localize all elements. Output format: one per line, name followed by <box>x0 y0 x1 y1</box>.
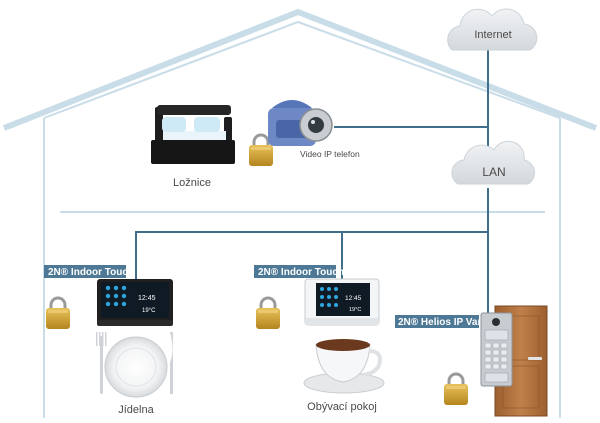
lan-cloud: LAN <box>451 140 535 185</box>
bed-icon <box>151 105 235 164</box>
video-phone-icon <box>268 100 333 146</box>
indoor-touch-1-panel: 12:45 19°C <box>97 279 173 326</box>
lan-label: LAN <box>482 165 505 179</box>
svg-text:2N® Indoor Touch: 2N® Indoor Touch <box>48 267 134 278</box>
helios-tag: 2N® Helios IP Vario <box>395 315 490 328</box>
phone-label: Video IP telefon <box>300 149 360 159</box>
touch-2-time: 12:45 <box>345 295 362 302</box>
indoor-touch-2-tag: 2N® Indoor Touch <box>254 265 344 278</box>
house-outline <box>2 9 598 418</box>
network-lines <box>135 44 489 320</box>
indoor-touch-1-tag: 2N® Indoor Touch <box>44 265 134 278</box>
living-room-label: Obývací pokoj <box>307 401 377 413</box>
plate-icon <box>96 332 173 398</box>
lock-icon <box>44 296 72 331</box>
svg-text:2N® Indoor Touch: 2N® Indoor Touch <box>258 267 344 278</box>
indoor-touch-2-panel: 12:45 19°C <box>304 278 380 326</box>
dining-label: Jídelna <box>118 404 154 416</box>
bedroom-label: Ložnice <box>173 177 211 189</box>
internet-label: Internet <box>474 29 511 41</box>
touch-2-temp: 19°C <box>349 307 361 313</box>
lock-icon <box>442 372 470 407</box>
coffee-cup-icon <box>303 339 385 394</box>
internet-cloud: Internet <box>447 8 538 51</box>
svg-text:2N® Helios IP Vario: 2N® Helios IP Vario <box>398 317 490 328</box>
lock-icon <box>254 296 282 331</box>
touch-1-time: 12:45 <box>138 295 156 302</box>
intercom-panel-icon <box>480 312 513 387</box>
touch-1-temp: 19°C <box>142 308 156 314</box>
